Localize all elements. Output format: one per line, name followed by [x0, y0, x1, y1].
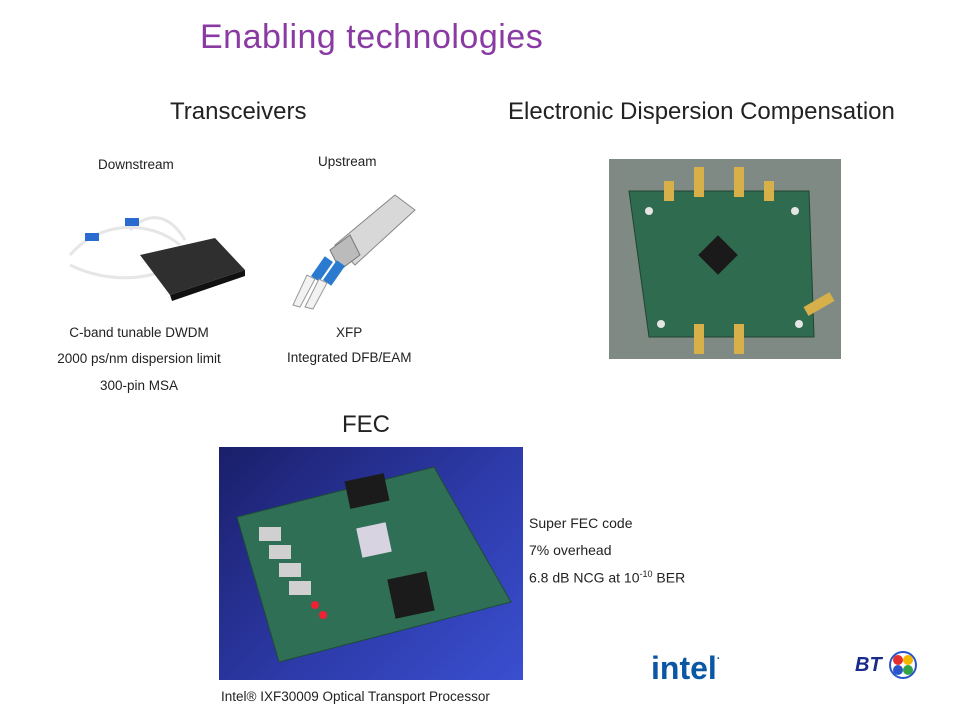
slide-title: Enabling technologies — [200, 18, 544, 56]
fec-heading: FEC — [342, 411, 390, 438]
intel-logo: intel. — [651, 650, 720, 686]
xfp-module-image — [292, 194, 416, 310]
fec-note-2: 7% overhead — [529, 542, 612, 558]
fec-note-3-exponent: -10 — [639, 569, 653, 579]
upstream-label: Upstream — [318, 154, 377, 169]
fec-board-image — [219, 447, 523, 680]
downstream-spec-1: C-band tunable DWDM — [69, 325, 209, 340]
edc-heading: Electronic Dispersion Compensation — [508, 98, 895, 125]
bt-logo-text: BT — [855, 653, 882, 676]
upstream-spec-2: Integrated DFB/EAM — [287, 350, 412, 365]
bt-logo: BT — [855, 650, 918, 680]
bt-piper-icon — [888, 651, 917, 679]
fec-caption: Intel® IXF30009 Optical Transport Proces… — [221, 689, 490, 704]
downstream-spec-2: 2000 ps/nm dispersion limit — [57, 351, 221, 366]
fec-note-1: Super FEC code — [529, 515, 633, 531]
upstream-spec-1: XFP — [336, 325, 363, 340]
downstream-label: Downstream — [98, 157, 174, 172]
transceivers-heading: Transceivers — [170, 98, 307, 125]
edc-board-image — [609, 159, 841, 359]
downstream-spec-3: 300-pin MSA — [99, 378, 179, 393]
fec-note-3: 6.8 dB NCG at 10-10 BER — [529, 569, 686, 586]
downstream-module-image — [68, 216, 245, 301]
